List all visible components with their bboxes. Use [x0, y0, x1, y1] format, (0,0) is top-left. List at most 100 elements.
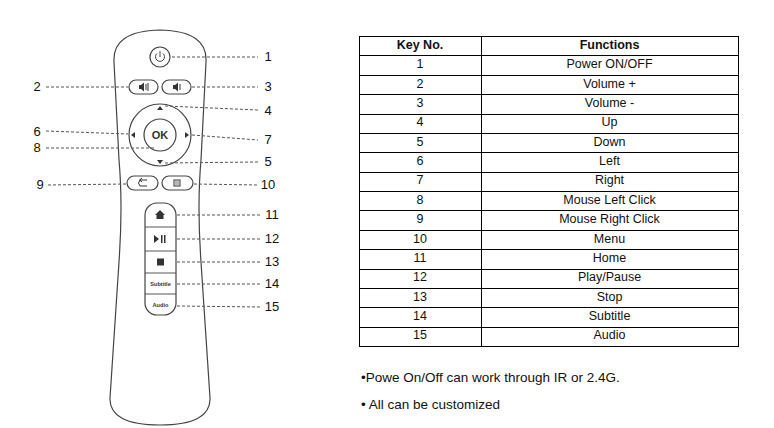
back-button	[127, 176, 158, 190]
volume-down-button	[162, 80, 191, 94]
table-rule	[359, 36, 738, 37]
play-pause-icon	[154, 235, 166, 243]
callout-number: 15	[265, 300, 279, 314]
volume-up-button	[129, 80, 158, 94]
table-cell: 10	[413, 233, 427, 247]
table-cell: 8	[417, 194, 424, 208]
table-rule	[359, 75, 738, 76]
callout-number: 3	[264, 80, 271, 94]
leader-line	[46, 148, 155, 149]
table-cell: Subtitle	[589, 310, 631, 324]
table-rule	[359, 133, 738, 134]
table-rule	[359, 152, 738, 153]
leader-line	[165, 162, 258, 163]
table-cell: 4	[417, 116, 424, 130]
table-cell: Stop	[597, 291, 623, 305]
callout-number: 8	[33, 141, 40, 155]
leader-line	[177, 284, 262, 285]
home-icon	[155, 210, 165, 219]
menu-icon	[174, 180, 180, 186]
callout-number: 4	[264, 104, 271, 118]
table-cell: 12	[413, 271, 427, 285]
table-rule	[359, 269, 738, 270]
table-cell: 6	[417, 155, 424, 169]
key-column	[145, 203, 176, 315]
callout-number: 14	[265, 277, 279, 291]
stop-icon	[157, 259, 164, 266]
callout-number: 11	[265, 208, 279, 222]
table-cell: Mouse Right Click	[559, 213, 660, 227]
table-cell: 3	[417, 97, 424, 111]
right-arrow	[185, 132, 189, 138]
leader-lines	[46, 57, 262, 307]
power-icon	[156, 51, 165, 61]
ok-button: OK	[145, 120, 175, 150]
leader-line	[177, 262, 262, 263]
table-header: Functions	[580, 39, 640, 53]
leader-line	[165, 106, 258, 110]
callout-number: 1	[264, 50, 271, 64]
menu-button	[162, 176, 193, 190]
callout-number: 9	[36, 178, 43, 192]
table-rule	[359, 346, 738, 347]
table-cell: 5	[417, 136, 424, 150]
table-rule	[359, 94, 738, 95]
table-cell: Volume -	[585, 97, 634, 111]
table-cell: 11	[414, 252, 427, 266]
leader-line	[194, 184, 258, 185]
table-cell: Up	[602, 116, 618, 130]
leader-line	[192, 87, 258, 88]
table-cell: Play/Pause	[578, 271, 641, 285]
table-rule	[481, 36, 482, 347]
table-rule	[359, 36, 360, 347]
table-rule	[738, 36, 739, 347]
table-rule	[359, 230, 738, 231]
table-rule	[359, 327, 738, 328]
key-dividers	[145, 227, 176, 294]
note-text: •Powe On/Off can work through IR or 2.4G…	[361, 371, 620, 386]
table-cell: Mouse Left Click	[563, 194, 655, 208]
table-cell: Menu	[594, 233, 625, 247]
leader-line	[192, 135, 258, 140]
leader-line	[177, 215, 262, 216]
table-cell: Volume +	[583, 78, 635, 92]
table-rule	[359, 288, 738, 289]
button-text: Subtitle	[150, 281, 171, 287]
table-cell: 1	[417, 58, 424, 72]
dpad-ring	[129, 104, 191, 166]
leader-line	[172, 57, 258, 58]
volume-up-icon	[139, 83, 149, 92]
table-cell: 14	[413, 310, 427, 324]
power-button	[150, 47, 170, 67]
table-rule	[359, 114, 738, 115]
leader-line	[46, 131, 128, 134]
leader-line	[177, 239, 262, 240]
left-arrow	[131, 132, 135, 138]
table-rule	[359, 55, 738, 56]
down-arrow	[157, 160, 163, 164]
subtitle-button: Subtitle	[146, 274, 176, 294]
table-cell: 9	[417, 213, 424, 227]
table-cell: Power ON/OFF	[566, 58, 652, 72]
leader-line	[46, 87, 128, 88]
note-text: • All can be customized	[361, 398, 500, 413]
leader-line	[48, 184, 127, 185]
table-lines	[359, 36, 739, 347]
button-text: OK	[152, 129, 169, 141]
table-cell: 7	[417, 174, 424, 188]
callout-number: 10	[261, 178, 275, 192]
table-cell: Home	[593, 252, 626, 266]
menu-icon-lines	[175, 182, 179, 184]
table-header: Key No.	[397, 39, 444, 53]
remote-body	[110, 30, 210, 425]
table-cell: 13	[413, 291, 427, 305]
table-cell: Down	[594, 136, 626, 150]
callout-number: 2	[33, 80, 40, 94]
table-cell: Left	[599, 155, 620, 169]
button-text: Audio	[153, 302, 169, 308]
table-cell: Audio	[594, 329, 626, 343]
table-rule	[359, 307, 738, 308]
table-cell: 15	[413, 329, 427, 343]
up-arrow	[157, 106, 163, 110]
callout-number: 6	[33, 125, 40, 139]
